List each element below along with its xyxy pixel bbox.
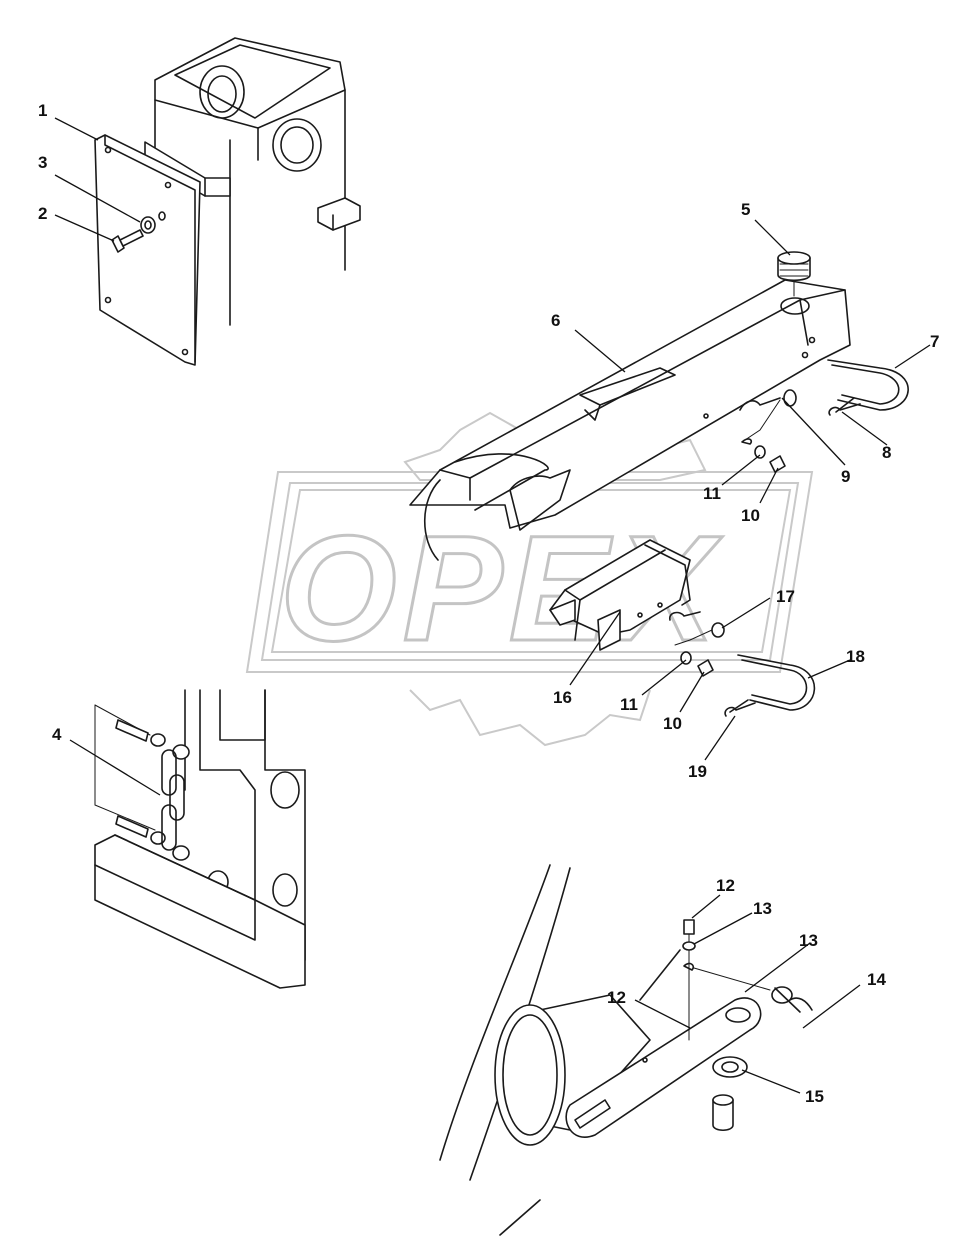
lynch-pin-lower — [724, 699, 756, 717]
washer-bolt-lower — [680, 651, 714, 677]
callout-2: 2 — [38, 204, 47, 223]
cable-ring — [693, 967, 813, 1013]
callout-12: 12 — [607, 988, 626, 1007]
hitch-assembly — [549, 539, 725, 651]
swivel-plate — [565, 997, 762, 1138]
callout-10-upper: 10 — [741, 506, 760, 525]
callout-4: 4 — [52, 725, 62, 744]
washer — [140, 211, 166, 234]
callout-20: 18 — [846, 647, 865, 666]
callout-15: 13 — [753, 899, 772, 918]
tow-arm — [409, 279, 851, 561]
axle-housing — [439, 864, 681, 1236]
callout-10-lower: 10 — [663, 714, 682, 733]
callout-11-lower: 11 — [620, 695, 638, 714]
callout-3: 3 — [38, 153, 47, 172]
callout-9: 9 — [841, 467, 850, 486]
chain-assembly — [94, 704, 190, 861]
washer-bolt-upper — [754, 445, 786, 473]
frame-lower — [94, 689, 306, 989]
callout-19: 17 — [776, 587, 795, 606]
callout-labels: 1 3 2 4 5 6 7 8 9 11 10 17 16 11 10 18 1… — [38, 101, 939, 1106]
lynch-pin-upper — [828, 397, 861, 416]
retaining-clip — [739, 389, 797, 445]
callout-1: 1 — [38, 101, 47, 120]
callout-17: 15 — [805, 1087, 824, 1106]
leader-lines — [54, 117, 931, 1094]
pin-bolt — [682, 919, 696, 1041]
callout-6: 6 — [551, 311, 560, 330]
callout-21: 19 — [688, 762, 707, 781]
callout-7: 7 — [930, 332, 939, 351]
callout-16: 14 — [867, 970, 886, 989]
callout-18: 16 — [553, 688, 572, 707]
u-pin-upper — [827, 359, 909, 411]
callout-5: 5 — [741, 200, 750, 219]
callout-11-upper: 11 — [703, 484, 721, 503]
bolt — [111, 229, 144, 253]
callout-8: 8 — [882, 443, 891, 462]
rubber-buffer — [777, 251, 811, 297]
mounting-plate — [94, 134, 201, 366]
callout-13: 13 — [799, 931, 818, 950]
swivel-pin — [712, 1094, 734, 1132]
u-pin-lower — [737, 654, 816, 711]
thrust-washer — [712, 1056, 748, 1078]
callout-14: 12 — [716, 876, 735, 895]
